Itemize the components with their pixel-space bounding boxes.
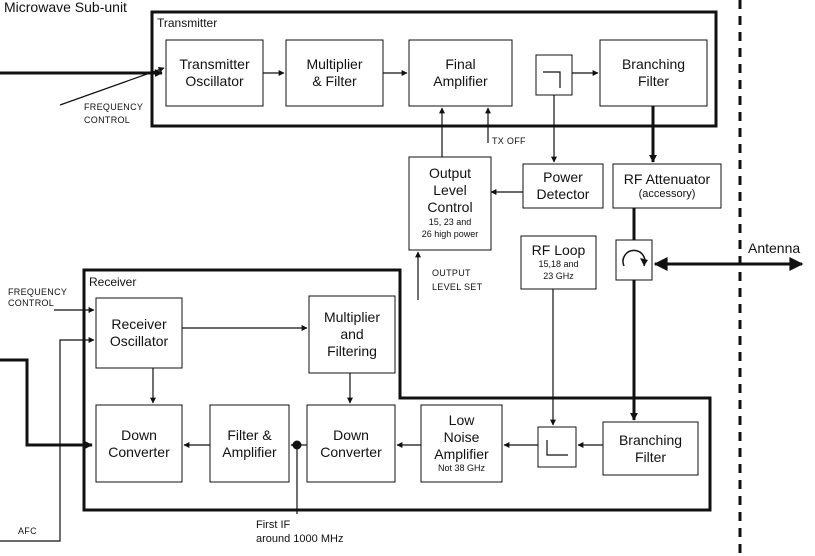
low-noise-amplifier: Low Noise Amplifier Not 38 GHz <box>421 405 502 482</box>
filter-amplifier: Filter & Amplifier <box>210 405 289 482</box>
down-converter-2: Down Converter <box>307 405 395 482</box>
rx-branching-box <box>602 421 699 476</box>
first-if-tap <box>292 440 302 450</box>
rx-oscillator: Receiver Oscillator <box>96 298 182 368</box>
lna-line-1: Low <box>448 412 475 429</box>
output-level-line-2: Level <box>433 181 467 198</box>
final-amplifier-line-2: Amplifier <box>433 73 488 89</box>
output-level-line-1: Output <box>428 165 472 181</box>
tx-multiplier-line-2: & Filter <box>312 73 357 89</box>
freq-control-rx: FREQUENCY CONTROL <box>8 287 67 309</box>
rf-loop-box <box>520 235 597 290</box>
tx-multiplier: Multiplier & Filter <box>286 40 383 106</box>
tx-filter-symbol <box>543 71 561 88</box>
rx-branching-line-1: Branching <box>618 431 683 448</box>
down-converter-1: Down Converter <box>96 405 182 482</box>
rf-attenuator-note: (accessory) <box>638 187 696 200</box>
filter-amplifier-line-2: Amplifier <box>222 443 277 460</box>
receiver-frame <box>82 268 712 512</box>
output-level-note-1: 15, 23 and <box>428 217 472 228</box>
output-level-control: Output Level Control 15, 23 and 26 high … <box>409 157 491 250</box>
rf-loop-note-2: 23 GHz <box>543 270 574 281</box>
tx-branching-filter: Branching Filter <box>600 40 707 106</box>
down1-box <box>95 404 183 483</box>
tx-oscillator-line-1: Transmitter <box>179 56 250 73</box>
receiver-label: Receiver <box>89 275 137 289</box>
output-level-set-line-1: OUTPUT <box>432 268 471 278</box>
down-converter-1-line-1: Down <box>121 426 157 443</box>
rf-attenuator: RF Attenuator (accessory) <box>613 164 721 208</box>
final-amplifier-line-1: Final <box>445 56 476 73</box>
freq-control-tx-line-1: FREQUENCY <box>84 102 144 112</box>
tx-oscillator: Transmitter Oscillator <box>166 40 263 106</box>
transmitter-frame <box>150 10 718 128</box>
rx-multiplier-line-1: Multiplier <box>323 309 380 326</box>
first-if-line-2: around 1000 MHz <box>256 533 344 545</box>
tx-off-label: TX OFF <box>492 136 526 146</box>
lna-line-3: Amplifier <box>434 446 489 463</box>
antenna-label: Antenna <box>748 240 801 256</box>
rx-multiplier-line-2: and <box>340 326 364 343</box>
tx-osc-box <box>165 39 264 107</box>
lna-line-2: Noise <box>443 429 480 446</box>
tx-filter-box <box>535 54 573 96</box>
power-detector-line-2: Detector <box>536 186 590 202</box>
rx-filter-box <box>537 426 577 468</box>
tx-multiplier-line-1: Multiplier <box>306 56 363 73</box>
tx-branching-box <box>599 39 708 107</box>
diagram-title: Microwave Sub-unit <box>4 0 127 15</box>
freq-control-tx-line-2: CONTROL <box>84 115 131 125</box>
rx-mult-box <box>308 295 396 374</box>
filter-amp-box <box>209 404 290 483</box>
tx-oscillator-line-2: Oscillator <box>185 73 244 89</box>
afc-label: AFC <box>18 526 37 536</box>
freq-control-rx-line-1: FREQUENCY <box>8 287 68 297</box>
down2-box <box>306 404 396 483</box>
down-converter-2-line-1: Down <box>333 426 369 443</box>
power-detector-box <box>522 163 604 209</box>
rx-branching-line-2: Filter <box>634 448 667 465</box>
power-detector-line-1: Power <box>543 169 583 186</box>
output-level-line-3: Control <box>427 198 473 215</box>
output-level-box <box>408 156 492 251</box>
rx-osc-box <box>95 297 183 369</box>
rf-loop-note-1: 15,18 and <box>538 259 579 270</box>
down-converter-2-line-2: Converter <box>320 443 382 460</box>
down-converter-1-line-2: Converter <box>108 443 170 460</box>
rf-attenuator-box <box>612 163 722 209</box>
rx-oscillator-line-1: Receiver <box>111 316 167 333</box>
rx-multiplier: Multiplier and Filtering <box>309 296 395 373</box>
lna-box <box>420 404 503 483</box>
lna-note: Not 38 GHz <box>437 462 486 473</box>
power-detector: Power Detector <box>523 164 603 208</box>
tx-mult-box <box>285 39 384 107</box>
rf-loop-line-1: RF Loop <box>531 242 586 259</box>
freq-control-rx-line-2: CONTROL <box>8 298 55 308</box>
circulator-symbol <box>622 249 648 267</box>
tx-branching-line-1: Branching <box>621 56 686 73</box>
rx-multiplier-line-3: Filtering <box>327 342 377 359</box>
rf-loop: RF Loop 15,18 and 23 GHz <box>521 236 596 289</box>
final-amp-box <box>408 39 513 107</box>
rx-branching-filter: Branching Filter <box>603 422 698 475</box>
transmitter-label: Transmitter <box>157 16 218 30</box>
freq-control-tx: FREQUENCY CONTROL <box>84 101 143 127</box>
filter-amplifier-line-1: Filter & <box>227 426 272 443</box>
output-level-set-line-2: LEVEL SET <box>432 282 483 292</box>
rx-oscillator-line-2: Oscillator <box>109 333 169 349</box>
output-level-note-2: 26 high power <box>421 229 479 240</box>
output-level-set: OUTPUT LEVEL SET <box>432 266 482 294</box>
first-if-label: First IF around 1000 MHz <box>256 518 343 546</box>
rf-attenuator-line-1: RF Attenuator <box>623 171 711 187</box>
first-if-line-1: First IF <box>256 519 291 531</box>
tx-branching-line-2: Filter <box>637 73 670 89</box>
final-amplifier: Final Amplifier <box>409 40 512 106</box>
rx-filter-symbol <box>546 440 568 456</box>
